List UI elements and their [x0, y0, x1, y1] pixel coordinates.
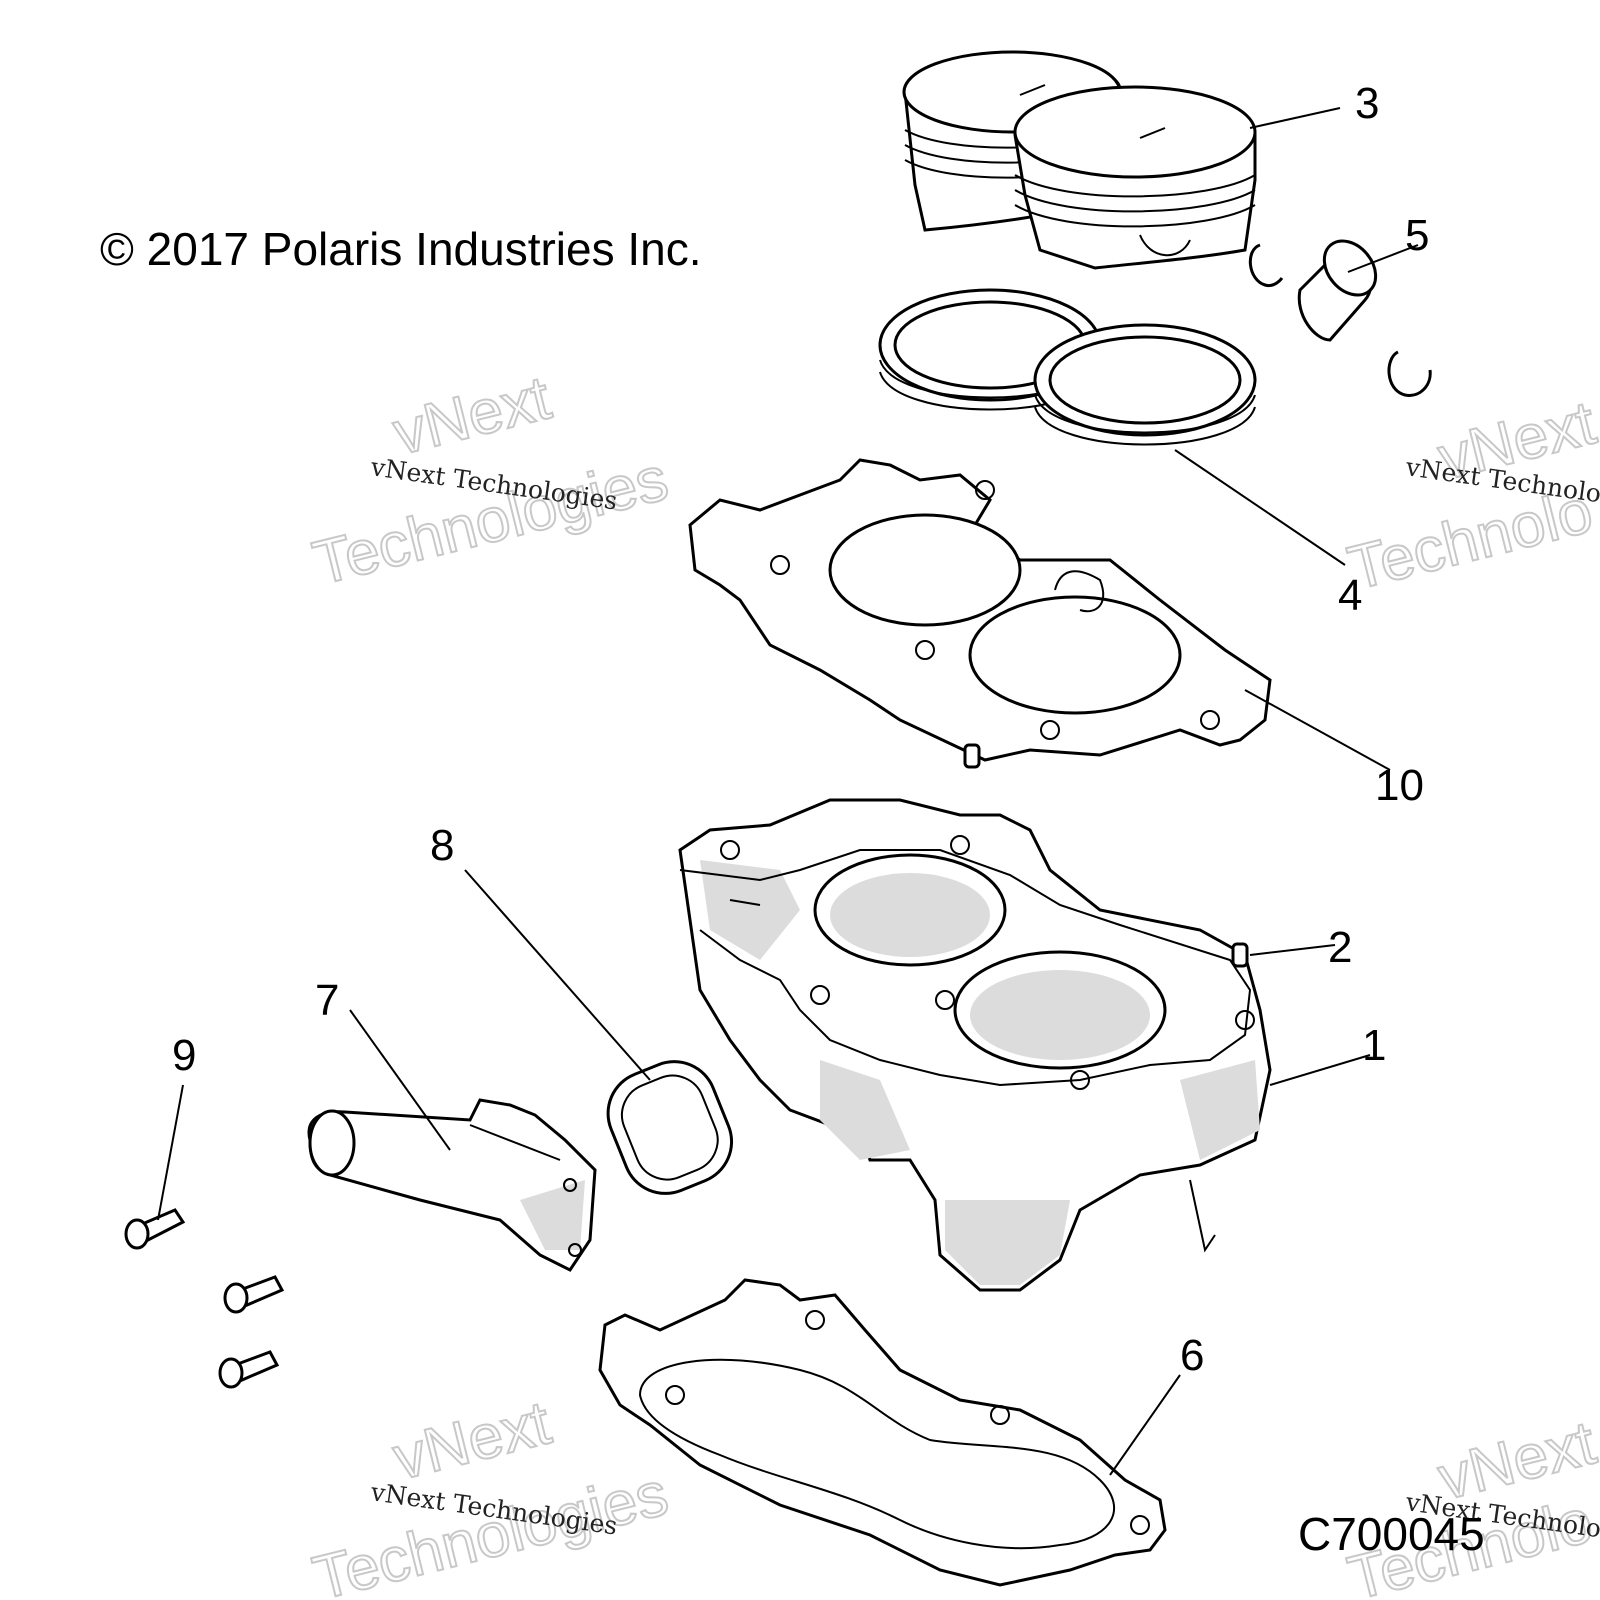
part-pistons — [902, 50, 1257, 270]
leader-5 — [1347, 244, 1419, 273]
part-water-outlet — [307, 1098, 597, 1272]
leader-8 — [464, 869, 651, 1081]
figure-code: C700045 — [1298, 1508, 1485, 1560]
watermark-top-left: vNext Technologies vNext Technologies — [306, 362, 676, 599]
callout-2: 2 — [1328, 923, 1352, 972]
leader-3 — [1249, 107, 1341, 129]
watermark-big-3b: Technologies — [307, 1459, 675, 1600]
callout-8: 8 — [430, 821, 454, 870]
callout-9: 9 — [172, 1031, 196, 1080]
leader-10 — [1244, 689, 1391, 771]
watermark-big-3a: vNext — [387, 1388, 557, 1493]
callout-6: 6 — [1180, 1331, 1204, 1380]
watermark-bottom-right: vNext Technolo vNext Technolo — [1341, 1407, 1600, 1600]
leader-9 — [157, 1084, 184, 1221]
leader-1 — [1269, 1054, 1371, 1086]
part-outlet-gasket — [606, 1060, 734, 1195]
callout-3: 3 — [1355, 79, 1379, 128]
part-wrist-pin — [1249, 239, 1432, 397]
copyright-text: © 2017 Polaris Industries Inc. — [100, 223, 702, 275]
leader-4 — [1174, 449, 1346, 566]
watermark-big-1b: Technologies — [307, 444, 675, 599]
callout-5: 5 — [1405, 211, 1429, 260]
watermark-top-right: vNext Technolo vNext Technolo — [1341, 387, 1600, 604]
part-bolts — [124, 1208, 285, 1389]
part-head-gasket — [688, 458, 1272, 762]
part-dowel-pin — [1231, 942, 1249, 968]
bolt-2 — [223, 1275, 285, 1314]
leader-2 — [1249, 944, 1336, 956]
bolt-3 — [218, 1350, 280, 1389]
watermark-bottom-left: vNext Technologies vNext Technologies — [306, 1387, 676, 1600]
leader-6 — [1109, 1374, 1181, 1476]
leader-7 — [349, 1009, 451, 1151]
callout-4: 4 — [1338, 571, 1362, 620]
part-cylinder-block — [678, 798, 1272, 1292]
part-piston-rings — [878, 288, 1257, 446]
part-base-gasket — [598, 1278, 1167, 1587]
dowel-pin-upper — [963, 743, 981, 769]
callout-10: 10 — [1375, 761, 1424, 810]
watermark-big-1a: vNext — [387, 363, 557, 468]
callout-7: 7 — [315, 976, 339, 1025]
callout-1: 1 — [1362, 1021, 1386, 1070]
bolt-1 — [124, 1208, 186, 1250]
